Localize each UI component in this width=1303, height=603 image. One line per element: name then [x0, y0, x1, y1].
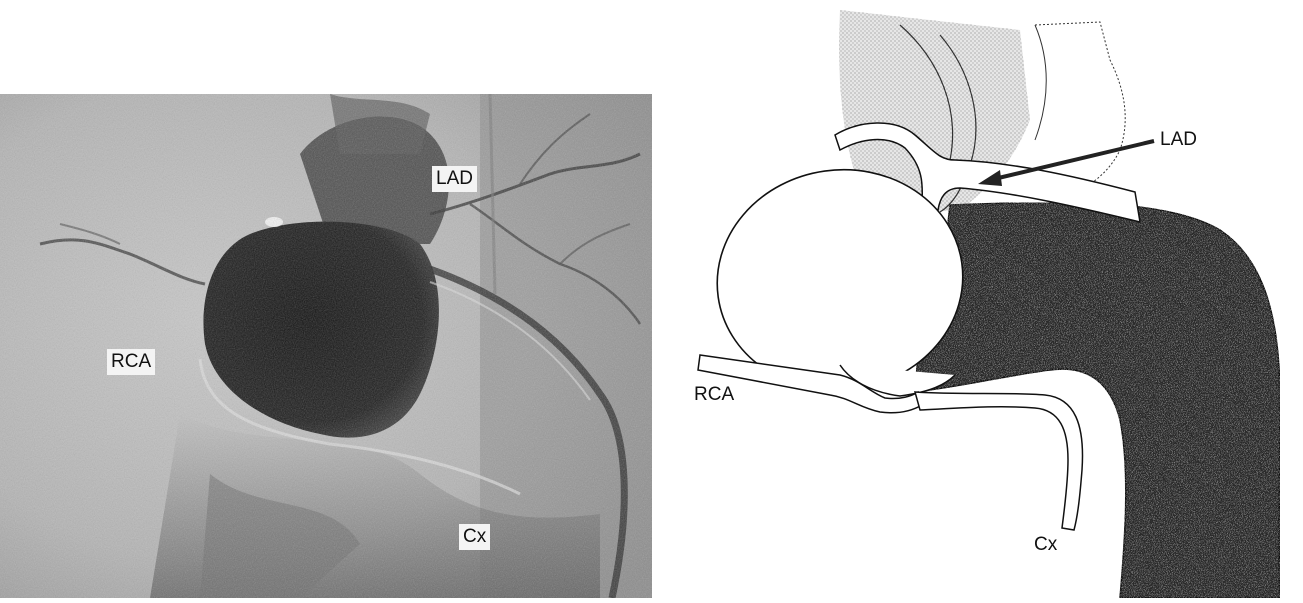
cx-vessel [915, 392, 1083, 530]
schematic-panel: LAD RCA Cx [690, 0, 1303, 598]
schematic-diagram: LAD RCA Cx [690, 0, 1303, 598]
schematic-label-lad: LAD [1160, 129, 1197, 150]
angiogram-label-rca: RCA [107, 349, 155, 375]
angiogram-label-lad: LAD [432, 166, 477, 192]
angiogram-image [0, 94, 652, 598]
schematic-label-cx: Cx [1034, 534, 1058, 555]
angiogram-panel: LAD RCA Cx [0, 94, 652, 598]
angiogram-label-cx: Cx [459, 524, 490, 550]
schematic-label-rca: RCA [694, 384, 734, 405]
